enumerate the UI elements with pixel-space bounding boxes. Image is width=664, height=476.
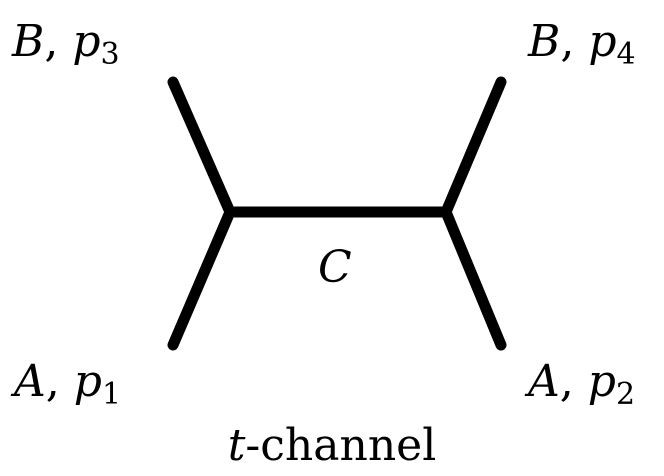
momentum-index: 3	[100, 37, 120, 72]
separator: ,	[45, 356, 60, 407]
momentum-index: 2	[615, 377, 636, 412]
particle-label: B	[528, 16, 561, 67]
separator: ,	[560, 16, 575, 67]
leg-top-left	[167, 76, 236, 218]
particle-label: A	[528, 356, 560, 407]
particle-label: A	[14, 356, 46, 407]
separator: ,	[559, 356, 574, 407]
diagram-caption: t-channel	[0, 424, 664, 468]
momentum-index: 4	[616, 37, 636, 72]
label-top-left: B, p3	[12, 20, 120, 70]
propagator-label: C	[318, 246, 352, 290]
momentum-label: p	[73, 356, 102, 407]
momentum-label: p	[72, 16, 101, 67]
label-bottom-left: A, p1	[14, 360, 121, 410]
momentum-label: p	[587, 356, 616, 407]
label-bottom-right: A, p2	[528, 360, 635, 410]
particle-label: B	[12, 16, 45, 67]
leg-bottom-left	[167, 206, 236, 351]
momentum-label: p	[588, 16, 617, 67]
separator: ,	[44, 16, 59, 67]
propagator-particle: C	[318, 242, 352, 293]
caption-variable: t	[227, 420, 246, 471]
label-top-right: B, p4	[528, 20, 636, 70]
leg-bottom-right	[440, 206, 507, 351]
caption-text: -channel	[245, 420, 437, 471]
leg-top-right	[440, 76, 507, 218]
momentum-index: 1	[101, 377, 122, 412]
